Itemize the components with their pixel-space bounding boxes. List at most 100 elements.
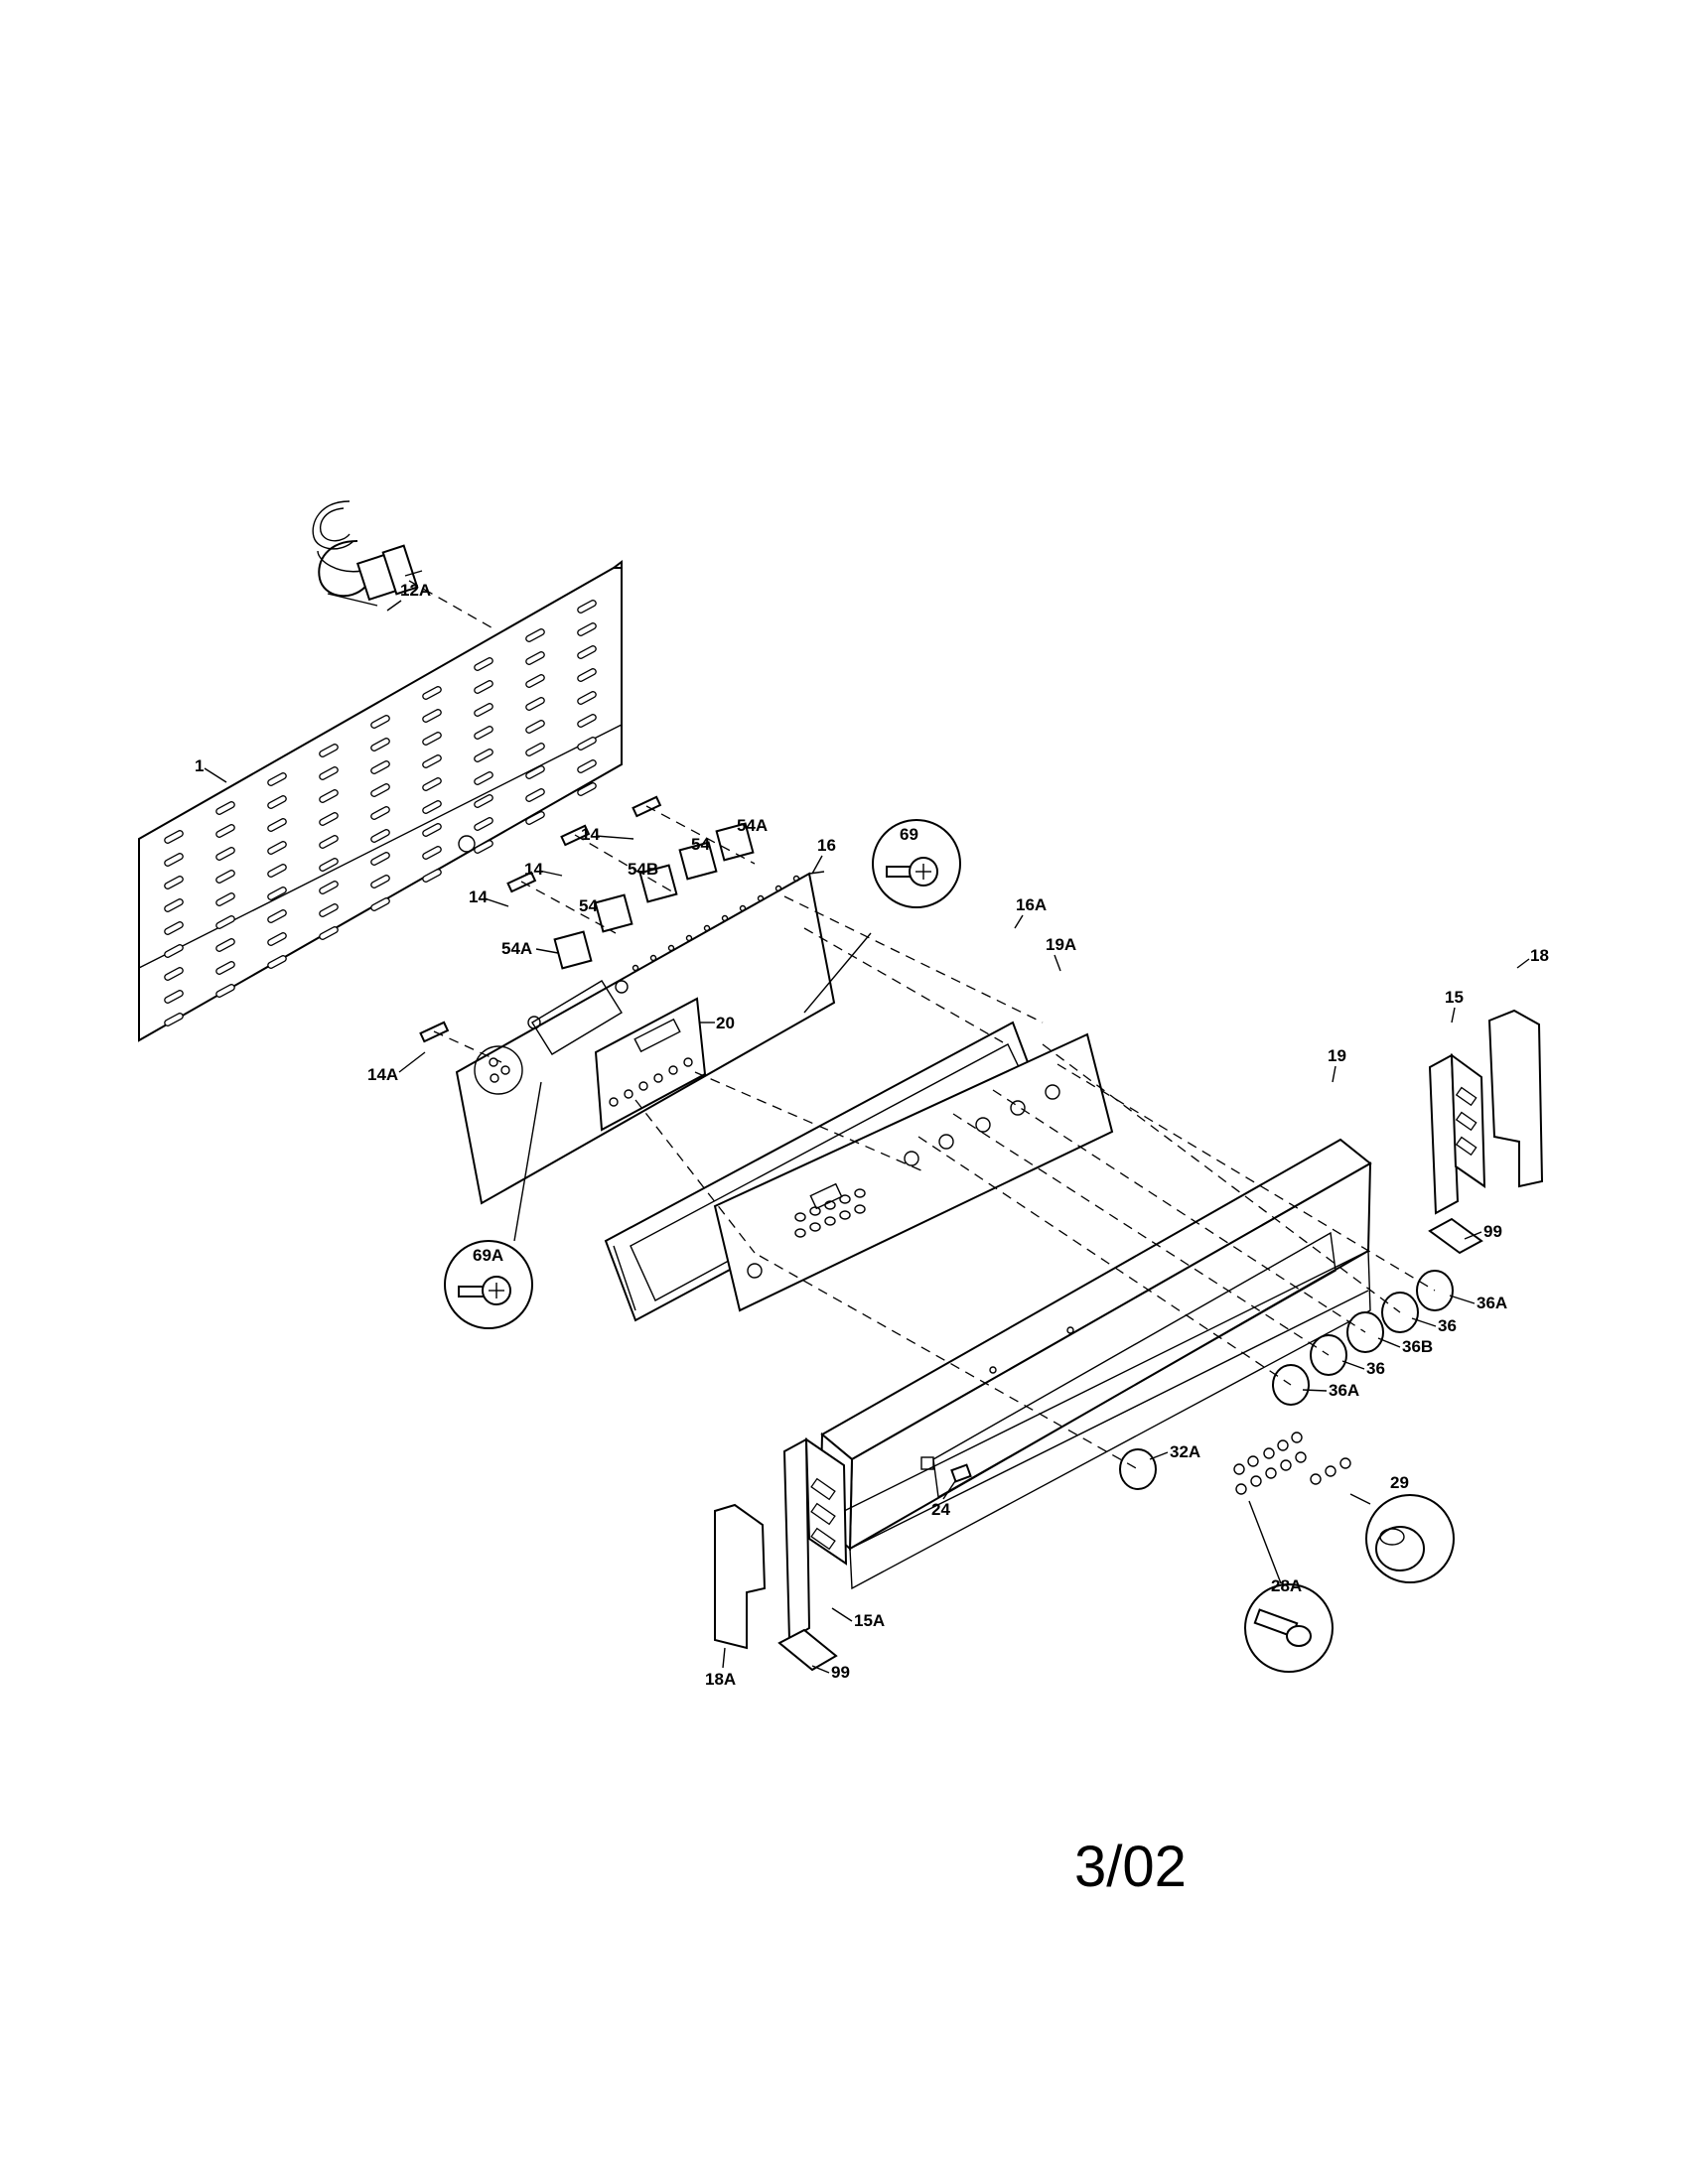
louver-slot bbox=[267, 795, 287, 809]
rear-panel-part-1 bbox=[138, 560, 623, 1042]
board-knob bbox=[638, 1081, 648, 1091]
louver-slot bbox=[577, 622, 597, 636]
louver-slot bbox=[525, 743, 545, 756]
louver-slot bbox=[422, 732, 442, 746]
louver-slot bbox=[319, 766, 339, 780]
louver-slot bbox=[319, 812, 339, 826]
end-cap-part-18A bbox=[714, 1503, 767, 1650]
thermostat-part-12A bbox=[312, 500, 423, 607]
louver-slot bbox=[577, 691, 597, 705]
louver-slot bbox=[422, 709, 442, 723]
clock-board-part-20 bbox=[594, 997, 707, 1132]
hardware-nut bbox=[1291, 1432, 1303, 1443]
hardware-nut bbox=[1247, 1455, 1259, 1467]
louver-slot bbox=[525, 720, 545, 734]
louver-slot bbox=[267, 818, 287, 832]
panel-hole bbox=[792, 875, 800, 883]
label-69A: 69A bbox=[473, 1246, 503, 1265]
louver-slot bbox=[215, 938, 235, 952]
hardware-nut bbox=[1295, 1451, 1307, 1463]
louver-slot bbox=[577, 782, 597, 796]
label-36-top: 36 bbox=[1438, 1316, 1457, 1335]
louver-slot bbox=[267, 887, 287, 900]
hardware-nut bbox=[1263, 1447, 1275, 1459]
overlay-button bbox=[809, 1222, 821, 1232]
louver-slot bbox=[164, 876, 184, 889]
hardware-nut bbox=[1233, 1463, 1245, 1475]
overlay-hole bbox=[747, 1263, 763, 1279]
callout-29 bbox=[1365, 1494, 1455, 1583]
left-bracket-part-15A bbox=[777, 1437, 848, 1672]
label-36B: 36B bbox=[1402, 1337, 1433, 1356]
louver-slot bbox=[474, 726, 493, 740]
board-knob bbox=[668, 1065, 678, 1075]
louver-slot bbox=[422, 846, 442, 860]
end-cap-part-18 bbox=[1487, 1009, 1544, 1188]
louver-slot bbox=[267, 955, 287, 969]
overlay-button bbox=[839, 1194, 851, 1204]
panel-hole bbox=[685, 934, 693, 942]
label-12A: 12A bbox=[400, 581, 431, 600]
backguard-part-19 bbox=[818, 1138, 1372, 1590]
louver-slot bbox=[577, 714, 597, 728]
louver-slot bbox=[267, 772, 287, 786]
panel-hole bbox=[667, 944, 675, 952]
louver-slot bbox=[164, 967, 184, 981]
louver-slot bbox=[215, 801, 235, 815]
label-14-top: 14 bbox=[581, 825, 600, 844]
label-14-middle: 14 bbox=[524, 860, 543, 879]
part-labels: 1 12A 14 14 14 14A 54 54 54A 54A 54B 16 … bbox=[195, 581, 1549, 1689]
overlay-hole bbox=[1010, 1100, 1026, 1116]
louver-slot bbox=[474, 771, 493, 785]
louver-slot bbox=[370, 875, 390, 888]
louver-slot bbox=[474, 817, 493, 831]
louver-slot bbox=[422, 686, 442, 700]
louver-slot bbox=[370, 897, 390, 911]
louver-slot bbox=[474, 840, 493, 854]
label-54-top: 54 bbox=[691, 835, 710, 854]
panel-hole bbox=[757, 894, 765, 902]
label-20: 20 bbox=[716, 1014, 735, 1032]
label-15A: 15A bbox=[854, 1611, 885, 1630]
label-99-right: 99 bbox=[1483, 1222, 1502, 1241]
louver-slot bbox=[474, 680, 493, 694]
louver-slot bbox=[319, 744, 339, 757]
hardware-nut bbox=[1235, 1483, 1247, 1495]
louver-slot bbox=[215, 984, 235, 998]
switches-group bbox=[553, 822, 755, 970]
label-54-lower: 54 bbox=[579, 896, 598, 915]
louver-slot bbox=[319, 926, 339, 940]
overlay-hole bbox=[938, 1134, 954, 1150]
small-hardware-group bbox=[1233, 1432, 1371, 1584]
overlay-hole bbox=[904, 1151, 919, 1166]
louver-slot bbox=[474, 794, 493, 808]
overlay-hole bbox=[975, 1117, 991, 1133]
panel-hole bbox=[721, 914, 729, 922]
louver-slot bbox=[319, 835, 339, 849]
revision-date: 3/02 bbox=[1074, 1835, 1187, 1899]
hardware-nut bbox=[1265, 1467, 1277, 1479]
louver-slot bbox=[319, 881, 339, 894]
louver-slot bbox=[319, 903, 339, 917]
label-18A: 18A bbox=[705, 1670, 736, 1689]
overlay-button bbox=[824, 1200, 836, 1210]
louver-slot bbox=[474, 657, 493, 671]
louver-slot bbox=[215, 870, 235, 884]
louver-slot bbox=[577, 737, 597, 751]
louver-slot bbox=[267, 841, 287, 855]
louver-slot bbox=[370, 829, 390, 843]
louver-slot bbox=[164, 921, 184, 935]
panel-hole bbox=[774, 885, 782, 892]
label-29: 29 bbox=[1390, 1473, 1409, 1492]
louver-slot bbox=[525, 765, 545, 779]
label-14-bottom: 14 bbox=[469, 887, 488, 906]
louver-slot bbox=[370, 738, 390, 751]
panel-hole bbox=[703, 924, 711, 932]
board-knob bbox=[683, 1057, 693, 1067]
louver-slot bbox=[525, 811, 545, 825]
louver-slot bbox=[164, 1013, 184, 1026]
louver-slot bbox=[422, 869, 442, 883]
panel-hole bbox=[632, 964, 639, 972]
hardware-nut bbox=[1250, 1475, 1262, 1487]
label-54A-top: 54A bbox=[737, 816, 768, 835]
